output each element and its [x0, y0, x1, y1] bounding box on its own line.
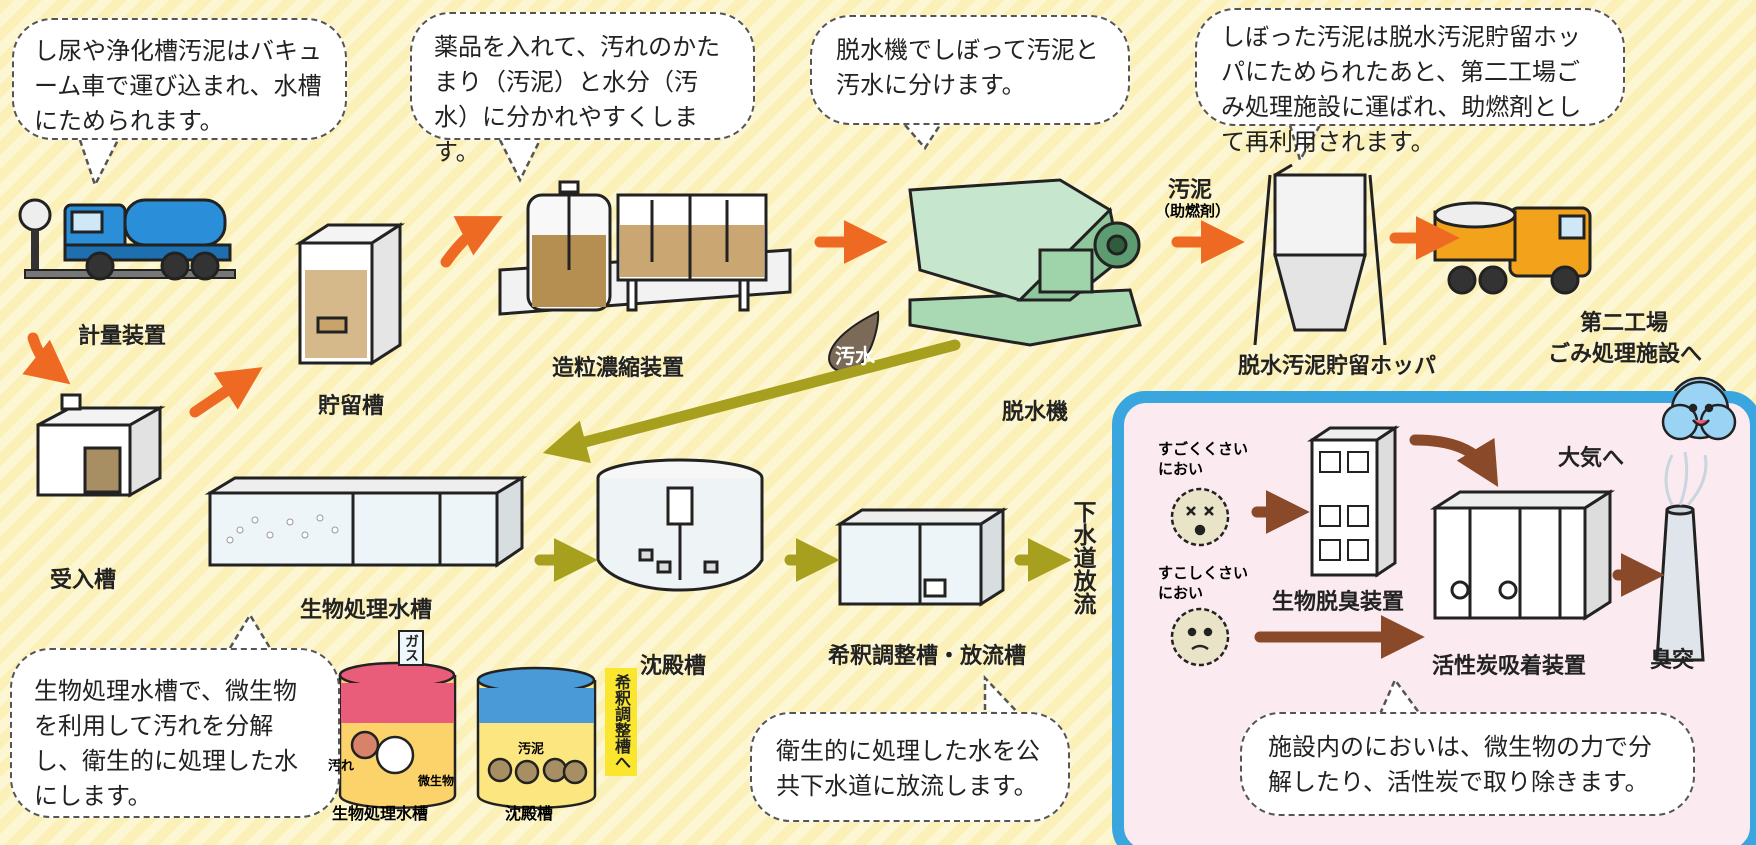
receiving-tank-illustration	[36, 393, 166, 498]
wastewater-label: 汚水	[835, 344, 875, 368]
carbon-adsorber-label: 活性炭吸着装置	[1432, 654, 1587, 679]
plant2-label-line1: 第二工場	[1580, 311, 1669, 336]
mild-odor-label-line2: におい	[1158, 584, 1204, 602]
bio-tank-label: 生物処理水槽	[300, 598, 433, 623]
inset-gas-label: ガス	[398, 630, 424, 666]
stack-illustration	[1655, 504, 1705, 662]
strong-odor-face-icon	[1170, 487, 1230, 547]
sedimentation-label: 沈殿槽	[640, 654, 707, 679]
bio-deodorizer-illustration	[1307, 425, 1400, 578]
hopper-label: 脱水汚泥貯留ホッパ	[1238, 354, 1437, 379]
hopper-bubble: しぼった汚泥は脱水汚泥貯留ホッパにためられたあと、第二工場ごみ処理施設に運ばれ、…	[1195, 8, 1625, 156]
granulation-label: 造粒濃縮装置	[552, 356, 685, 381]
dilution-tank-illustration	[834, 507, 1009, 607]
sludge-label: 汚泥	[1168, 178, 1213, 203]
storage-tank-label: 貯留槽	[318, 394, 385, 419]
hopper-illustration	[1253, 163, 1387, 346]
vacuum-truck-illustration	[63, 198, 232, 281]
clean-air-cloud-icon	[1661, 380, 1737, 441]
inset-bio-label: 生物処理水槽	[332, 804, 429, 823]
inset-dirt-label: 汚れ	[328, 759, 355, 774]
inset-microbe-label: 微生物	[418, 774, 455, 788]
bio-treatment-tank-illustration	[204, 475, 528, 568]
dewatering-machine-illustration	[908, 178, 1142, 347]
dewater-bubble: 脱水機でしぼって汚泥と汚水に分けます。	[810, 15, 1130, 125]
receiving-tank-label: 受入槽	[50, 568, 117, 593]
strong-odor-label-line1: すごくくさい	[1158, 440, 1249, 458]
bio-deodorizer-label: 生物脱臭装置	[1272, 590, 1405, 615]
inset-sludge-label: 汚泥	[518, 742, 545, 757]
sludge-flow-arrows	[22, 216, 1460, 418]
inset-bio-tank	[338, 661, 457, 809]
inset-sed-label: 沈殿槽	[505, 804, 554, 823]
storage-tank-illustration	[294, 222, 406, 366]
scale-label: 計量装置	[78, 324, 167, 349]
atmosphere-label: 大気へ	[1558, 446, 1625, 471]
dilution-label: 希釈調整槽・放流槽	[828, 644, 1027, 669]
carbon-adsorber-illustration	[1429, 489, 1616, 621]
garbage-truck-illustration	[1433, 201, 1592, 295]
sewer-discharge-label: 下水道放流	[1069, 500, 1095, 615]
bio-bubble: 生物処理水槽で、微生物を利用して汚れを分解し、衛生的に処理した水にします。	[10, 648, 340, 818]
mild-odor-face-icon	[1170, 607, 1230, 667]
discharge-bubble: 衛生的に処理した水を公共下水道に放流します。	[750, 712, 1070, 822]
plant2-label-line2: ごみ処理施設へ	[1548, 342, 1703, 367]
stack-label: 臭突	[1650, 648, 1695, 673]
chemicals-bubble: 薬品を入れて、汚れのかたまり（汚泥）と水分（汚水）に分かれやすくします。	[410, 12, 755, 166]
odor-bubble: 施設内のにおいは、微生物の力で分解したり、活性炭で取り除きます。	[1240, 712, 1695, 816]
inset-sed-tank	[476, 666, 597, 809]
exhaust-lines	[1664, 451, 1708, 506]
air-flow-arrows	[1251, 434, 1665, 659]
strong-odor-label-line2: におい	[1158, 460, 1204, 478]
mild-odor-label-line1: すこしくさい	[1158, 564, 1249, 582]
sedimentation-tank-illustration	[596, 458, 764, 592]
scale-station-illustration	[18, 198, 236, 279]
sludge-note-label: （助燃剤）	[1155, 202, 1231, 220]
intake-bubble: し尿や浄化槽汚泥はバキューム車で運び込まれ、水槽にためられます。	[12, 18, 347, 140]
odor-bubble-tail	[1378, 677, 1422, 715]
water-flow-arrows	[534, 339, 1072, 582]
inset-to-dilution-label: 希釈調整槽へ	[605, 668, 637, 776]
granulation-unit-illustration	[498, 180, 792, 316]
dewatering-label: 脱水機	[1002, 400, 1069, 425]
